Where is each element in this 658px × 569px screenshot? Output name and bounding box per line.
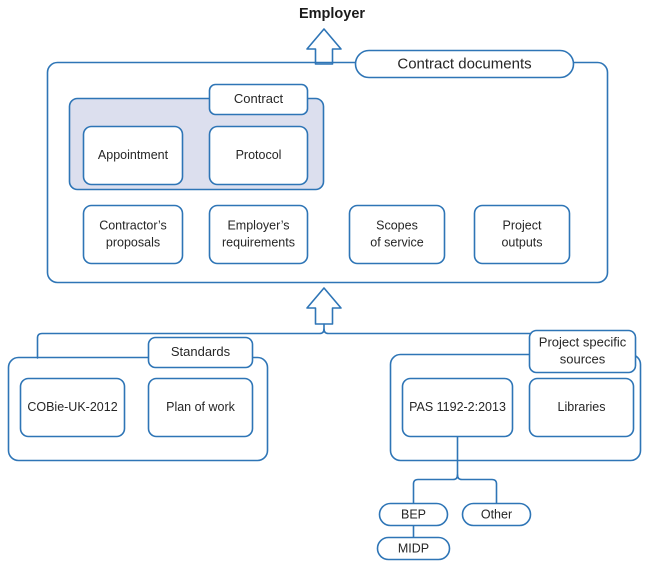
node-protocol-text: Protocol bbox=[236, 148, 282, 162]
node-appointment: Appointment bbox=[82, 125, 184, 186]
contract-label-text: Contract bbox=[234, 91, 284, 106]
node-other: Other bbox=[461, 502, 532, 527]
contract-documents-container bbox=[46, 61, 609, 284]
node-bep-text: BEP bbox=[401, 507, 426, 521]
standards-label-text: Standards bbox=[171, 344, 231, 359]
standards-label-box bbox=[147, 336, 254, 369]
project-specific-sources-label-box bbox=[528, 329, 637, 374]
node-other-text: Other bbox=[481, 507, 512, 521]
node-employers-requirements-line2: requirements bbox=[222, 235, 295, 249]
node-contractors-proposals: Contractor’s proposals bbox=[82, 204, 184, 265]
node-libraries: Libraries bbox=[528, 377, 635, 438]
node-appointment-text: Appointment bbox=[98, 148, 169, 162]
node-plan-of-work-text: Plan of work bbox=[166, 400, 236, 414]
node-protocol-box bbox=[208, 125, 309, 186]
node-appointment-box bbox=[82, 125, 184, 186]
project-specific-sources-group-box bbox=[389, 353, 642, 462]
node-scopes-of-service-line1: Scopes bbox=[376, 218, 418, 232]
node-project-outputs-line1: Project bbox=[503, 218, 542, 232]
node-project-outputs-box bbox=[473, 204, 571, 265]
project-specific-sources-line1: Project specific bbox=[539, 334, 627, 349]
sources-connector bbox=[36, 323, 613, 359]
node-employers-requirements-box bbox=[208, 204, 309, 265]
employer-arrow-icon bbox=[306, 28, 342, 65]
node-bep: BEP bbox=[378, 502, 449, 527]
node-employers-requirements-line1: Employer’s bbox=[227, 218, 289, 232]
node-plan-of-work-box bbox=[147, 377, 254, 438]
project-specific-sources-label: Project specific sources bbox=[528, 329, 637, 374]
contract-documents-label: Contract documents bbox=[354, 49, 575, 79]
node-project-outputs-line2: outputs bbox=[501, 235, 542, 249]
contract-documents-label-text: Contract documents bbox=[397, 55, 531, 72]
node-contractors-proposals-box bbox=[82, 204, 184, 265]
node-scopes-of-service-box bbox=[348, 204, 446, 265]
node-cobie-uk-2012: COBie-UK-2012 bbox=[19, 377, 126, 438]
contract-label: Contract bbox=[208, 83, 309, 116]
node-libraries-box bbox=[528, 377, 635, 438]
node-cobie-uk-2012-text: COBie-UK-2012 bbox=[27, 400, 117, 414]
sources-to-contract-arrow-icon bbox=[306, 287, 342, 325]
node-cobie-uk-2012-box bbox=[19, 377, 126, 438]
node-protocol: Protocol bbox=[208, 125, 309, 186]
standards-label: Standards bbox=[147, 336, 254, 369]
node-other-box bbox=[461, 502, 532, 527]
standards-group-box bbox=[7, 356, 269, 462]
contract-documents-label-box bbox=[354, 49, 575, 79]
node-pas-1192-2-2013: PAS 1192-2:2013 bbox=[401, 377, 514, 438]
node-pas-1192-2-2013-text: PAS 1192-2:2013 bbox=[409, 400, 506, 414]
node-contractors-proposals-line1: Contractor’s bbox=[99, 218, 167, 232]
node-midp-text: MIDP bbox=[398, 541, 429, 555]
node-midp: MIDP bbox=[376, 536, 451, 561]
node-bep-box bbox=[378, 502, 449, 527]
node-scopes-of-service: Scopes of service bbox=[348, 204, 446, 265]
node-contractors-proposals-line2: proposals bbox=[106, 235, 160, 249]
contract-label-box bbox=[208, 83, 309, 116]
node-plan-of-work: Plan of work bbox=[147, 377, 254, 438]
node-scopes-of-service-line2: of service bbox=[370, 235, 424, 249]
node-employers-requirements: Employer’s requirements bbox=[208, 204, 309, 265]
node-libraries-text: Libraries bbox=[558, 400, 606, 414]
pas-children-connector bbox=[412, 436, 498, 539]
contract-group-box bbox=[68, 97, 325, 191]
project-specific-sources-line2: sources bbox=[560, 351, 606, 366]
page-title: Employer bbox=[299, 6, 365, 22]
node-project-outputs: Project outputs bbox=[473, 204, 571, 265]
node-midp-box bbox=[376, 536, 451, 561]
